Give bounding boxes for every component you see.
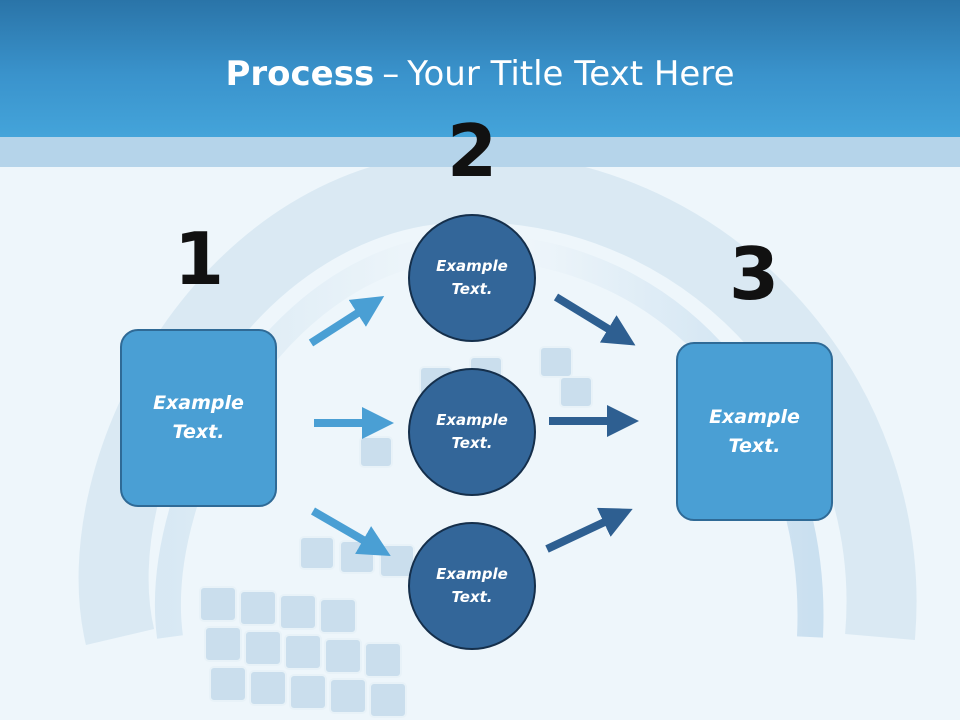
title-dash: – [382,54,400,94]
right-box-line1: Example [709,405,800,428]
process-circle-bottom: Example Text. [408,522,536,650]
left-box-line1: Example [153,392,244,414]
process-circle-top: Example Text. [408,214,536,342]
left-process-box: Example Text. [120,329,277,507]
circle-middle-line2: Text. [451,434,493,452]
step-number-2: 2 [446,109,498,193]
circle-middle-line1: Example [436,411,508,429]
title-bold: Process [225,54,375,94]
arrow-left-to-bottom [310,507,391,557]
step-number-3: 3 [728,232,780,316]
circle-bottom-line1: Example [436,565,508,583]
right-process-box: Example Text. [676,342,833,521]
circle-top-line2: Text. [451,280,493,298]
slide-title: Process–Your Title Text Here [0,52,960,96]
title-subband [0,137,960,167]
title-bar [0,0,960,137]
arrow-bottom-to-right [545,507,633,553]
process-circle-middle: Example Text. [408,368,536,496]
right-box-line2: Text. [728,434,781,457]
title-rest: Your Title Text Here [407,54,735,94]
left-box-line2: Text. [172,421,225,443]
circle-top-line1: Example [436,257,508,275]
circle-bottom-line2: Text. [451,588,493,606]
step-number-1: 1 [173,217,225,301]
arrow-left-to-top [308,296,385,347]
arrow-top-to-right [553,293,636,346]
